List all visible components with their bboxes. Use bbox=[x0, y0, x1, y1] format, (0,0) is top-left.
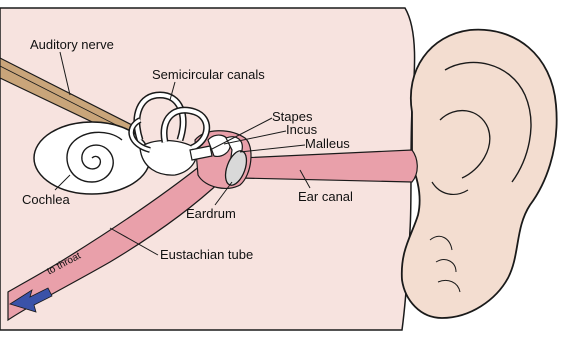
label-eardrum: Eardrum bbox=[186, 207, 236, 220]
label-semicircular-canals: Semicircular canals bbox=[152, 68, 265, 81]
label-incus: Incus bbox=[286, 123, 317, 136]
label-cochlea: Cochlea bbox=[22, 193, 70, 206]
label-malleus: Malleus bbox=[305, 137, 350, 150]
label-auditory-nerve: Auditory nerve bbox=[30, 38, 114, 51]
label-ear-canal: Ear canal bbox=[298, 190, 353, 203]
label-eustachian-tube: Eustachian tube bbox=[160, 248, 253, 261]
